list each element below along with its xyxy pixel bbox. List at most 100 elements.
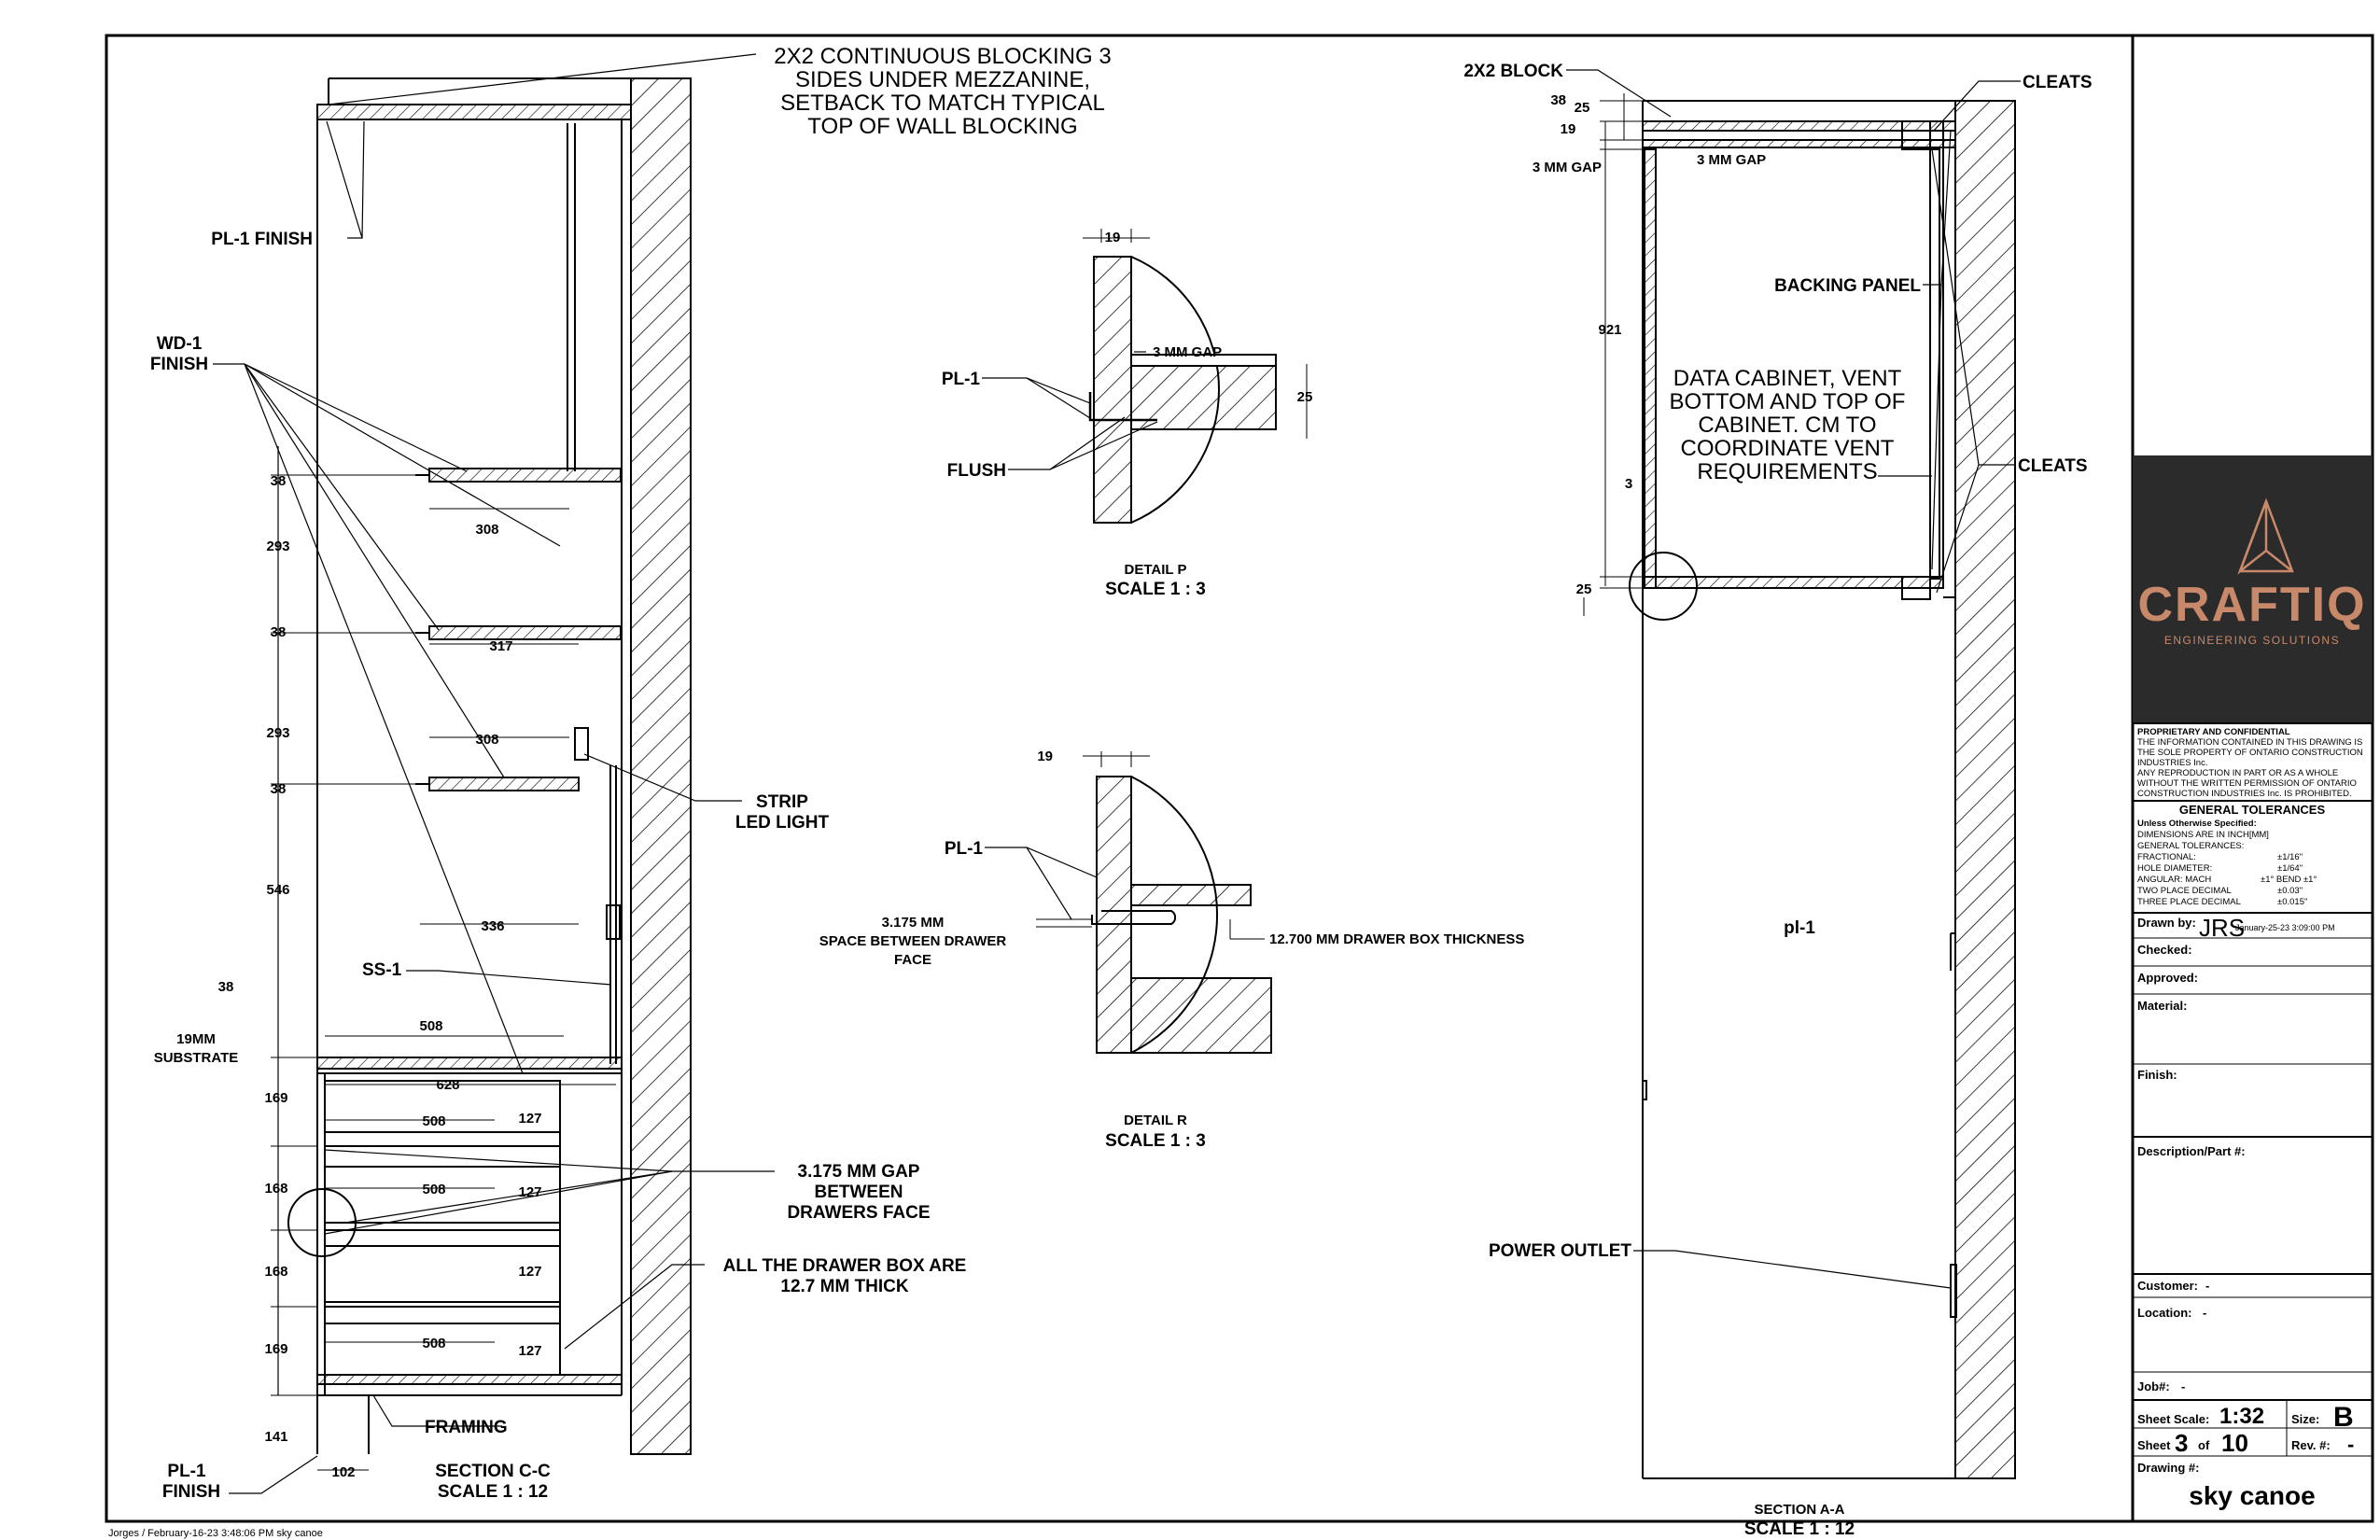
cc-drawer-gap-3: DRAWERS FACE (787, 1203, 930, 1223)
aa-data-cabinet-1: DATA CABINET, VENT (1673, 366, 1902, 391)
p-flush: FLUSH (947, 461, 1006, 481)
detail-r (985, 751, 1272, 1054)
cc-wall (630, 77, 692, 1455)
cc-top-panel (316, 104, 632, 120)
cc-drawer-gap-2: BETWEEN (815, 1183, 903, 1202)
aa-power-outlet: POWER OUTLET (1489, 1241, 1631, 1261)
tb-tol-val-0: ±1/16" (2277, 852, 2303, 862)
cc-substrate-1: 19MM (176, 1031, 216, 1047)
cc-drawer-gap-1: 3.175 MM GAP (798, 1162, 920, 1182)
tb-drawing-label: Drawing #: (2137, 1461, 2199, 1475)
tb-tol-val-4: ±0.015" (2277, 897, 2307, 907)
cc-dim-168a: 168 (264, 1181, 287, 1197)
p-scale: SCALE 1 : 3 (1105, 580, 1206, 599)
r-dim-19: 19 (1037, 749, 1053, 764)
aa-data-cabinet-4: COORDINATE VENT (1681, 436, 1895, 461)
cc-blocking-note-1: 2X2 CONTINUOUS BLOCKING 3 (774, 44, 1111, 69)
tb-location: - (2203, 1306, 2206, 1320)
tb-size-label: Size: (2291, 1412, 2319, 1426)
logo-subtitle: ENGINEERING SOLUTIONS (2164, 634, 2340, 647)
aa-gap-inner: 3 MM GAP (1697, 152, 1766, 168)
tb-of-label: of (2198, 1438, 2210, 1452)
tb-drawn-by: JRS (2199, 914, 2245, 942)
cc-dim-127a: 127 (518, 1111, 541, 1127)
aa-block: 2X2 BLOCK (1463, 62, 1563, 81)
logo-panel (2133, 455, 2373, 723)
tb-tol-val-2: ±1° BEND ±1° (2261, 875, 2317, 885)
aa-backing: BACKING PANEL (1774, 276, 1921, 296)
tb-proprietary-1: THE INFORMATION CONTAINED IN THIS DRAWIN… (2137, 737, 2362, 748)
r-scale: SCALE 1 : 3 (1105, 1131, 1206, 1151)
cc-blocking-note-2: SIDES UNDER MEZZANINE, (795, 67, 1090, 92)
footer-note: Jorges / February-16-23 3:48:06 PM sky c… (108, 1528, 323, 1539)
r-space-1: 3.175 MM (882, 915, 945, 931)
aa-dim-921: 921 (1598, 322, 1621, 338)
p-gap: 3 MM GAP (1153, 344, 1222, 360)
cc-substrate-2: SUBSTRATE (154, 1050, 239, 1066)
cc-dim-308b: 308 (475, 732, 498, 748)
section-aa (1566, 69, 2021, 1479)
tb-rev: - (2347, 1433, 2354, 1456)
aa-scale: SCALE 1 : 12 (1744, 1519, 1855, 1539)
detail-p-labels: 19 3 MM GAP 25 PL-1 FLUSH DETAIL P SCALE… (942, 230, 1313, 599)
tb-material: Material: (2137, 999, 2187, 1013)
cc-dim-38d: 38 (218, 979, 234, 995)
cc-drawer-box-2: 12.7 MM THICK (780, 1277, 909, 1296)
tb-proprietary-4: ANY REPRODUCTION IN PART OR AS A WHOLE (2137, 768, 2338, 778)
tb-proprietary-2: THE SOLE PROPERTY OF ONTARIO CONSTRUCTIO… (2137, 748, 2363, 758)
cc-shelf-2 (428, 625, 622, 640)
aa-data-cabinet-3: CABINET. CM TO (1698, 413, 1876, 438)
tb-checked: Checked: (2137, 943, 2192, 957)
tb-job: - (2181, 1379, 2185, 1393)
tb-tol-val-1: ±1/64" (2277, 863, 2303, 874)
cc-dim-127d: 127 (518, 1343, 541, 1359)
tb-description: Description/Part #: (2137, 1144, 2246, 1158)
sheet-border (105, 34, 2374, 1523)
cc-dim-169a: 169 (264, 1090, 287, 1106)
tb-drawn-by-label: Drawn by: (2137, 916, 2196, 930)
aa-data-cabinet-5: REQUIREMENTS (1697, 459, 1877, 484)
section-cc (213, 53, 775, 1494)
cc-dim-508c: 508 (422, 1182, 445, 1197)
cc-dim-127c: 127 (518, 1264, 541, 1280)
cc-framing: FRAMING (425, 1418, 508, 1437)
detail-r-labels: 19 PL-1 3.175 MM SPACE BETWEEN DRAWER FA… (819, 749, 1525, 1151)
cc-pl1-finish-top: PL-1 FINISH (211, 230, 313, 249)
aa-dim-3: 3 (1625, 476, 1632, 492)
section-cc-labels: 2X2 CONTINUOUS BLOCKING 3 SIDES UNDER ME… (150, 44, 1112, 1502)
tb-customer-label: Customer: (2137, 1279, 2198, 1293)
aa-title: SECTION A-A (1755, 1502, 1845, 1518)
cc-dim-317: 317 (489, 638, 512, 654)
r-thickness: 12.700 MM DRAWER BOX THICKNESS (1269, 931, 1524, 947)
cc-wd1-finish-2: FINISH (150, 355, 208, 374)
cc-drawer-box-1: ALL THE DRAWER BOX ARE (723, 1256, 967, 1276)
aa-dim-25a: 25 (1575, 100, 1590, 116)
tb-proprietary-0: PROPRIETARY AND CONFIDENTIAL (2137, 727, 2290, 737)
cc-blocking-note-3: SETBACK TO MATCH TYPICAL (780, 91, 1105, 116)
tb-proprietary-6: CONSTRUCTION INDUSTRIES Inc. IS PROHIBIT… (2137, 789, 2352, 799)
cc-ss1: SS-1 (362, 960, 402, 980)
cc-pl1-finish-bottom-1: PL-1 (167, 1462, 206, 1481)
cc-dim-293a: 293 (266, 539, 289, 554)
r-space-2: SPACE BETWEEN DRAWER (819, 933, 1007, 949)
cc-dim-38c: 38 (271, 781, 287, 797)
tb-proprietary-3: INDUSTRIES Inc. (2137, 758, 2208, 768)
aa-cleats-mid: CLEATS (2018, 456, 2088, 476)
r-title: DETAIL R (1124, 1113, 1187, 1128)
detail-p (982, 229, 1308, 524)
tb-tol-6: TWO PLACE DECIMAL (2137, 886, 2232, 896)
tb-tol-2: GENERAL TOLERANCES: (2137, 841, 2244, 851)
tb-customer: - (2205, 1279, 2209, 1293)
aa-dim-19: 19 (1561, 121, 1576, 137)
aa-detail-p-circle (1629, 552, 1698, 621)
cc-strip-led-1: STRIP (756, 792, 808, 812)
section-aa-labels: 2X2 BLOCK CLEATS 38 25 19 3 MM GAP 3 MM … (1463, 62, 2092, 1539)
tb-rev-label: Rev. #: (2291, 1438, 2331, 1452)
tb-drawing: sky canoe (2189, 1481, 2315, 1510)
cc-dim-293b: 293 (266, 725, 289, 741)
tb-tol-5: ANGULAR: MACH (2137, 875, 2211, 885)
cc-dim-628: 628 (436, 1077, 459, 1093)
cc-dim-336: 336 (481, 918, 504, 934)
p-pl1: PL-1 (942, 370, 981, 389)
